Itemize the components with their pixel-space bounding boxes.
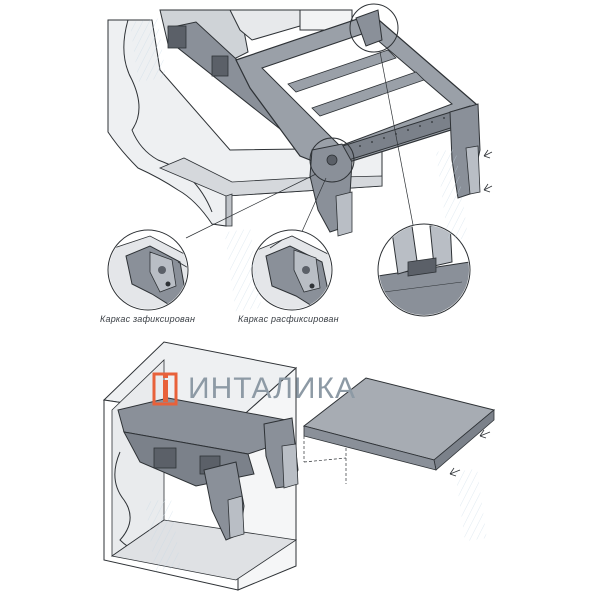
hinge-bolt xyxy=(326,154,338,166)
leader-line-unlocked xyxy=(299,177,327,237)
watermark-hatch xyxy=(129,18,487,572)
rear-latch-detail-circle xyxy=(349,3,399,53)
bottom-left-hanger-plate xyxy=(227,495,245,539)
front-hinge-detail-circle xyxy=(309,137,355,183)
pullout-frame-opening xyxy=(261,31,453,147)
frame-crossbar-1 xyxy=(287,49,397,93)
insert-guide-lines xyxy=(303,436,347,484)
upper-drawer-front xyxy=(229,9,301,41)
arrow-icon xyxy=(449,429,491,477)
bottom-right-hanger-plate xyxy=(281,443,299,489)
rear-upright-bracket xyxy=(355,9,383,47)
front-right-hanger-plate xyxy=(465,145,481,195)
insert-shelf-bottom-edge xyxy=(303,425,437,471)
top-scene xyxy=(107,3,493,239)
detail-callout-unlocked xyxy=(251,229,333,311)
frame-crossbar-2 xyxy=(311,71,425,117)
frame-bracket-a xyxy=(153,447,177,469)
arrow-icon xyxy=(483,149,493,193)
caption-frame-locked: Каркас зафиксирован xyxy=(100,314,196,324)
insert-shelf-top xyxy=(302,377,496,461)
leader-line-locked xyxy=(185,173,317,239)
bottom-scene xyxy=(102,341,496,591)
caption-frame-unlocked: Каркас расфиксирован xyxy=(238,314,339,324)
rail-bracket-2 xyxy=(211,55,229,77)
leader-line-rear xyxy=(379,51,415,231)
cabinet-front-edge xyxy=(225,193,233,227)
rail-bracket-1 xyxy=(167,25,187,49)
front-left-hanger-plate xyxy=(335,191,353,237)
detail-callout-locked xyxy=(107,229,189,311)
detail-callout-rear xyxy=(377,223,471,317)
